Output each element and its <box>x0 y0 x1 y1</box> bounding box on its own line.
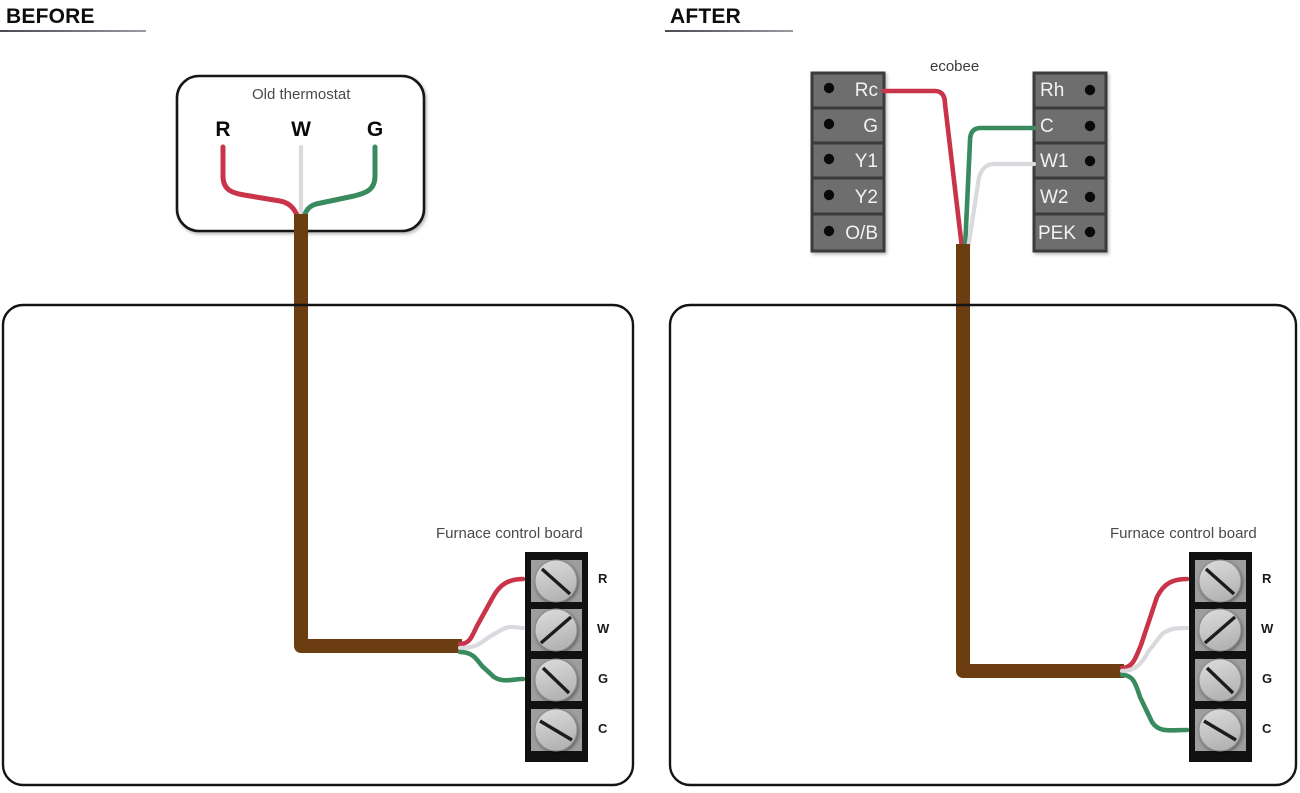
after-tstat-wire-green <box>962 125 1037 252</box>
after-enclosure-box <box>668 303 1298 787</box>
after-tstat-wire-red <box>881 88 965 251</box>
before-terminal-label-w: W <box>597 621 610 636</box>
after-cable-brown <box>956 244 1124 678</box>
ecobee-left-label-ob: O/B <box>845 223 878 244</box>
before-board-wire-white <box>457 624 526 651</box>
after-board-wire-green <box>1119 672 1190 733</box>
after-terminal-strip <box>1189 552 1252 762</box>
section-rule-after <box>665 30 793 32</box>
after-terminal-label-w: W <box>1261 621 1274 636</box>
ecobee-right-label-w2: W2 <box>1040 187 1069 208</box>
before-terminal-strip <box>525 552 588 762</box>
ecobee-caption: ecobee <box>930 58 980 75</box>
before-furnace-caption: Furnace control board <box>436 525 583 542</box>
before-board-wire-red <box>457 576 526 647</box>
ecobee-right-label-pek: PEK <box>1038 223 1077 244</box>
section-rule-before <box>0 30 146 32</box>
ecobee-right-label-w1: W1 <box>1040 151 1069 172</box>
before-terminal-label-c: C <box>598 721 608 736</box>
before-cable-brown <box>294 214 462 653</box>
ecobee-left-label-y1: Y1 <box>854 151 878 172</box>
before-terminal-label-r: R <box>598 571 608 586</box>
before-board-wire-green <box>457 649 526 683</box>
after-board-wire-white <box>1119 625 1190 674</box>
after-furnace-caption: Furnace control board <box>1110 525 1257 542</box>
section-title-before: BEFORE <box>6 5 95 28</box>
before-terminal-label-g: G <box>598 671 609 686</box>
tstat-pin-g: G <box>366 118 384 141</box>
ecobee-right-label-c: C <box>1040 116 1054 137</box>
old-thermostat-caption: Old thermostat <box>252 86 351 103</box>
ecobee-left-label-g: G <box>863 116 878 137</box>
before-panel-group <box>1 74 635 787</box>
ecobee-left-block <box>810 71 886 253</box>
after-terminal-label-r: R <box>1262 571 1272 586</box>
before-tstat-wire-red <box>220 144 304 229</box>
after-panel-group <box>668 71 1298 787</box>
section-title-after: AFTER <box>670 5 741 28</box>
after-terminal-label-c: C <box>1262 721 1272 736</box>
before-enclosure-box <box>1 303 635 787</box>
after-tstat-wire-white <box>965 161 1037 252</box>
tstat-pin-w: W <box>291 118 311 141</box>
after-terminal-label-g: G <box>1262 671 1273 686</box>
ecobee-left-label-rc: Rc <box>854 80 878 101</box>
tstat-pin-r: R <box>215 118 231 141</box>
after-board-wire-red <box>1119 576 1190 671</box>
ecobee-right-label-rh: Rh <box>1040 80 1065 101</box>
ecobee-left-label-y2: Y2 <box>854 187 878 208</box>
